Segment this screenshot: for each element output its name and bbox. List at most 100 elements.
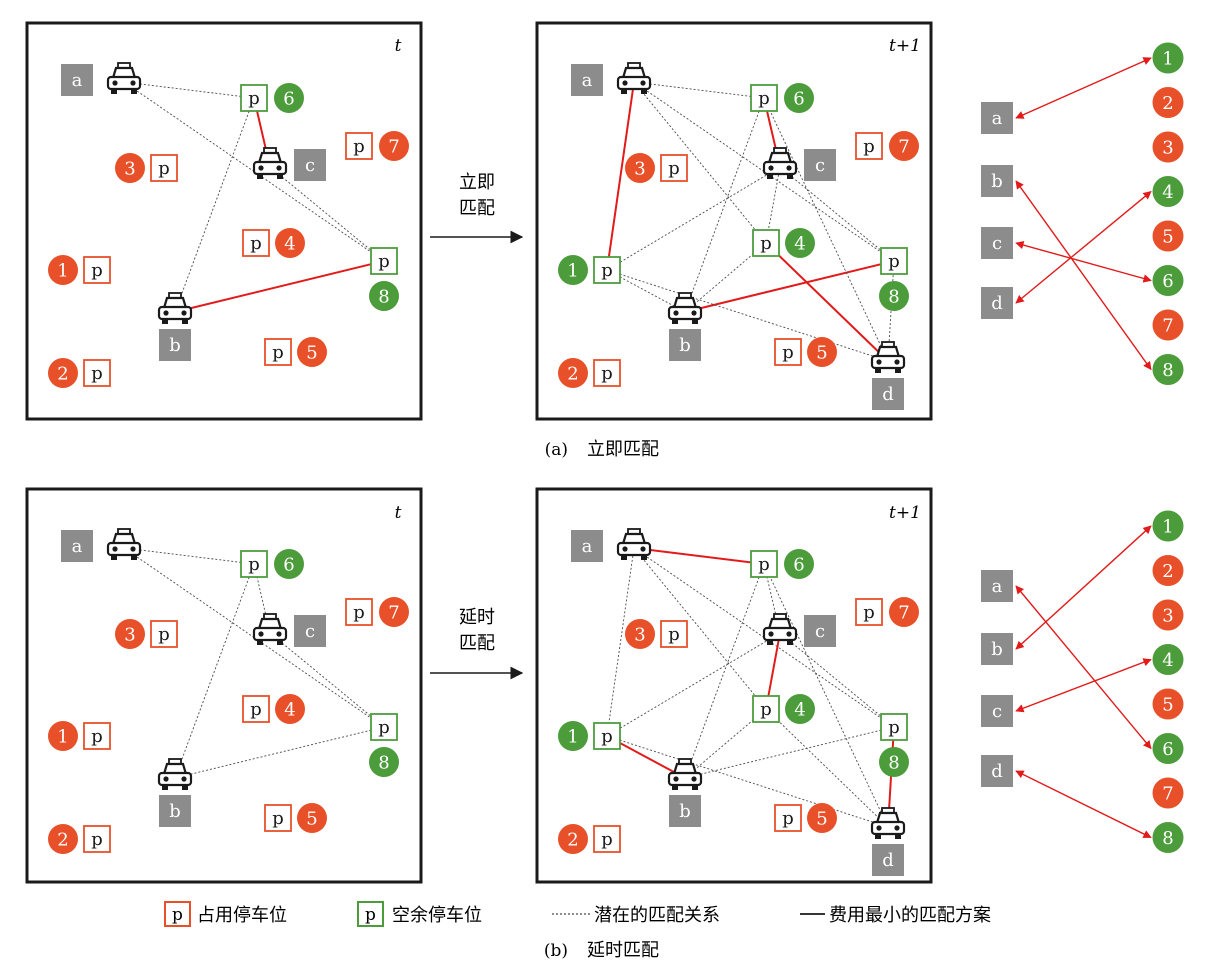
parking-sign-icon	[774, 338, 802, 366]
car-label: d	[991, 293, 1003, 314]
parking-letter: p	[758, 554, 770, 575]
slot-number-circle	[889, 131, 919, 161]
slot-number-circle	[1152, 510, 1184, 542]
slot-number: 6	[793, 555, 804, 576]
b-bip-slot-3: 3	[1152, 599, 1184, 631]
slot-number: 3	[124, 625, 135, 646]
legend-occupied-swatch	[164, 901, 191, 927]
b-bip-car-a: a	[981, 570, 1013, 602]
frame-b-t	[25, 487, 423, 884]
car-label-box	[61, 530, 93, 562]
caption-a-letter: (a)	[545, 440, 568, 460]
slot-number-circle	[558, 721, 588, 751]
b-t-slot-8: p8	[369, 713, 399, 777]
b-t1-car-c: c	[762, 612, 836, 647]
slot-number: 5	[306, 809, 317, 830]
parking-letter: p	[668, 158, 680, 179]
slot-number: 7	[388, 137, 399, 158]
parking-letter: p	[601, 260, 613, 281]
caption-b-text: 延时匹配	[587, 940, 659, 961]
a-t1-slot-3: p3	[625, 153, 688, 183]
b-bip-slot-2: 2	[1152, 555, 1184, 586]
taxi-car-icon	[762, 146, 798, 181]
slot-number: 5	[306, 343, 317, 364]
slot-number: 4	[794, 700, 805, 721]
parking-sign-icon	[83, 825, 111, 853]
slot-number: 6	[283, 555, 294, 576]
slot-number: 1	[567, 261, 578, 282]
b-bip-slot-6: 6	[1152, 733, 1184, 764]
b-t1-slot-8: p8	[879, 713, 909, 777]
parking-sign-icon	[752, 229, 780, 257]
a-t1-slot-1: p1	[558, 255, 621, 285]
slot-number-circle	[558, 358, 588, 388]
slot-number-circle	[369, 281, 399, 311]
b-t-potential-line-b-6	[174, 563, 255, 779]
car-label-box	[872, 378, 904, 410]
parking-sign-icon	[242, 695, 270, 723]
parking-letter: p	[888, 717, 900, 738]
parking-sign-icon	[855, 598, 883, 626]
a-t-potential-line-b-6	[174, 97, 255, 313]
a-bip-car-a: a	[981, 102, 1013, 134]
slot-number-circle	[625, 153, 655, 183]
car-label-box	[981, 695, 1013, 727]
b-bip-slot-1: 1	[1152, 510, 1184, 542]
legend-occupied-letter: p	[172, 905, 183, 925]
slot-number-circle	[807, 803, 837, 833]
car-label: a	[582, 70, 593, 91]
b-assign-arrow-c-4	[1015, 658, 1152, 713]
parking-letter: p	[863, 602, 875, 623]
car-label-box	[294, 149, 326, 181]
car-label: b	[169, 801, 181, 822]
a-t-slot-2: p2	[48, 358, 111, 388]
car-label-box	[669, 329, 701, 361]
parking-letter: p	[888, 251, 900, 272]
car-label-box	[669, 795, 701, 827]
a-t1-potential-line-d-6	[763, 97, 889, 362]
b-bip-car-b: b	[981, 633, 1013, 665]
b-t1-car-b: b	[667, 757, 703, 827]
slot-number: 3	[1162, 606, 1173, 627]
b-t-potential-line-a-6	[123, 547, 255, 565]
parking-letter: p	[91, 829, 103, 850]
slot-number-circle	[1152, 176, 1184, 207]
slot-number: 2	[567, 364, 578, 385]
slot-number: 8	[378, 287, 389, 308]
a-t-car-b: b	[157, 291, 193, 361]
car-label-box	[872, 844, 904, 876]
car-label-box	[294, 615, 326, 647]
car-label: d	[882, 850, 894, 871]
a-t-car-a: a	[61, 61, 142, 96]
car-label-box	[804, 615, 836, 647]
car-label: c	[815, 155, 825, 176]
slot-number: 5	[816, 343, 827, 364]
time-label-b-t: t	[395, 503, 402, 523]
car-label-box	[159, 795, 191, 827]
a-t1-match-line-b-8	[684, 260, 895, 313]
a-t1-potential-line-a-6	[633, 81, 765, 99]
parking-sign-icon	[855, 132, 883, 160]
slot-number-circle	[784, 549, 814, 579]
slot-number: 7	[1162, 316, 1173, 337]
slot-number: 6	[283, 89, 294, 110]
car-label: b	[679, 801, 691, 822]
taxi-car-icon	[106, 61, 142, 96]
b-bip-slot-5: 5	[1152, 688, 1184, 720]
parking-letter: p	[601, 363, 613, 384]
parking-sign-icon	[83, 359, 111, 387]
time-label-a-t: t	[395, 36, 402, 56]
b-t-car-b: b	[157, 757, 193, 827]
car-label: c	[815, 621, 825, 642]
a-assign-arrow-d-4	[1015, 190, 1152, 304]
slot-number-circle	[785, 694, 815, 724]
car-label: a	[992, 108, 1003, 129]
parking-letter: p	[158, 158, 170, 179]
